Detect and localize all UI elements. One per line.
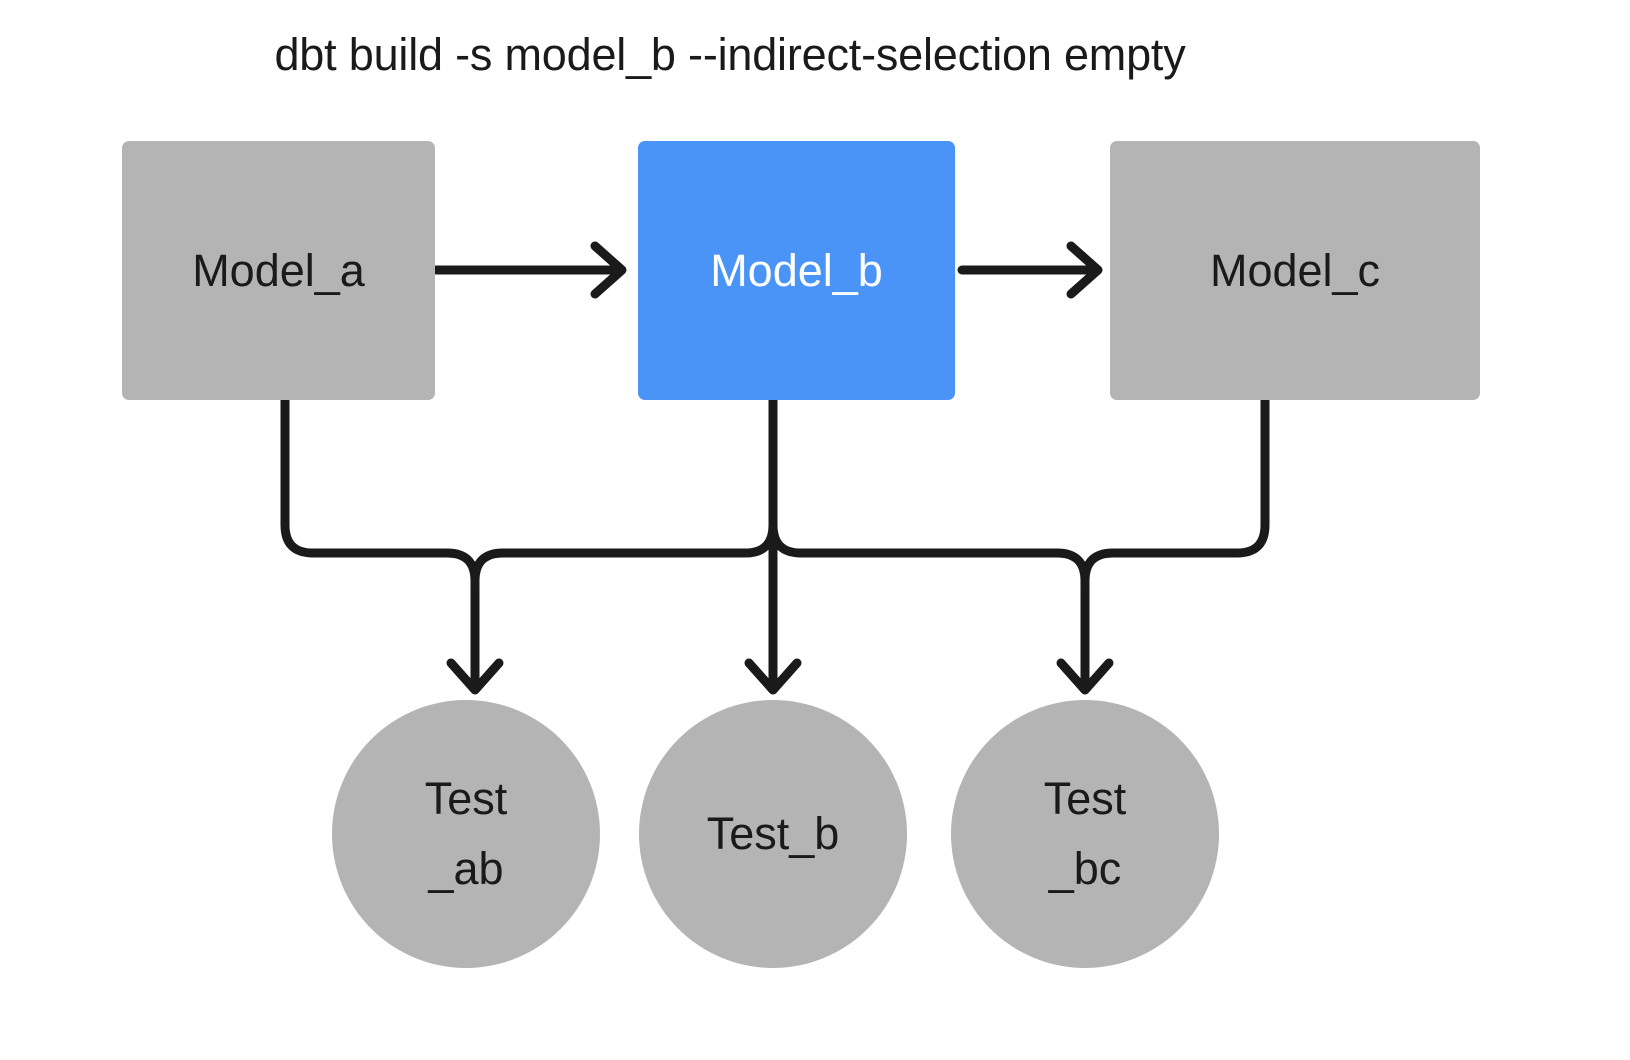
node-model-b[interactable]: Model_b <box>638 141 955 400</box>
node-model-a-label: Model_a <box>192 244 365 296</box>
edge-model-b-to-test-bc <box>768 520 1114 695</box>
node-test-ab[interactable]: Test _ab <box>332 700 600 968</box>
node-model-c[interactable]: Model_c <box>1110 141 1480 400</box>
edge-model-b-to-test-ab <box>470 435 778 586</box>
diagram-title: dbt build -s model_b --indirect-selectio… <box>274 29 1186 80</box>
node-test-bc-label-line2: _bc <box>1048 843 1122 894</box>
node-model-b-label: Model_b <box>710 244 883 296</box>
node-test-ab-label-line1: Test <box>424 773 508 825</box>
node-test-ab-label-line2: _ab <box>428 843 504 894</box>
node-test-b-label: Test_b <box>706 808 840 860</box>
node-test-bc-label-line1: Test <box>1043 773 1127 825</box>
edge-model-b-to-test-b <box>744 395 802 695</box>
edge-model-a-to-model-b <box>431 241 627 299</box>
edge-model-b-to-model-c <box>957 241 1103 299</box>
node-test-ab-label: Test _ab <box>419 764 514 904</box>
edge-model-a-to-test-ab <box>280 395 504 695</box>
node-model-c-label: Model_c <box>1209 244 1381 296</box>
node-test-bc-label: Test _bc <box>1038 764 1133 904</box>
node-model-a[interactable]: Model_a <box>122 141 435 400</box>
node-test-b[interactable]: Test_b <box>639 700 907 968</box>
edge-model-c-to-test-bc <box>1080 395 1270 586</box>
node-test-bc[interactable]: Test _bc <box>951 700 1219 968</box>
